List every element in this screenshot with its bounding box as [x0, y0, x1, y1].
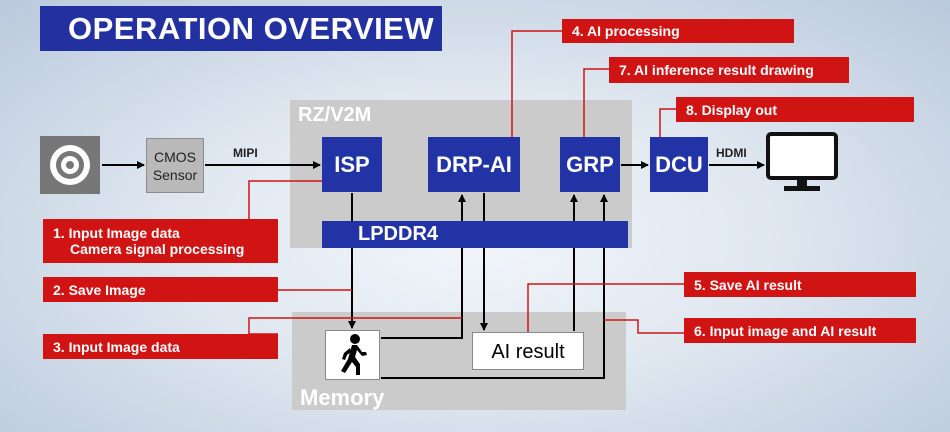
leader-step1: [248, 180, 322, 219]
step-2-label: 2. Save Image: [43, 277, 278, 302]
memory-label: Memory: [300, 385, 385, 410]
dcu-block: DCU: [650, 137, 708, 192]
leader-step6: [604, 319, 684, 334]
arrow-image-to-grp: [381, 194, 608, 379]
leader-step7: [583, 68, 609, 137]
step-6-label: 6. Input image and AI result: [684, 318, 916, 343]
hdmi-label: HDMI: [716, 146, 747, 160]
chip-label: RZ/V2M: [298, 104, 372, 126]
leader-step8: [659, 108, 676, 137]
step-1-line2: Camera signal processing: [70, 241, 245, 257]
cmos-label-line2: Sensor: [152, 166, 198, 183]
drp-ai-block: DRP-AI: [428, 137, 520, 192]
cmos-sensor-block: CMOS Sensor: [146, 138, 204, 193]
monitor-icon: [766, 132, 838, 194]
leader-step4: [511, 30, 562, 137]
step-1-label: 1. Input Image data Camera signal proces…: [43, 219, 278, 263]
lpddr4-bus: LPDDR4: [322, 221, 628, 248]
walking-person-icon: [325, 330, 380, 380]
step-8-label: 8. Display out: [676, 97, 914, 122]
leader-step5: [527, 283, 684, 332]
cmos-label-line1: CMOS: [154, 148, 196, 165]
step-4-label: 4. AI processing: [562, 19, 794, 43]
step-5-label: 5. Save AI result: [684, 272, 916, 297]
mipi-label: MIPI: [233, 146, 258, 160]
page-title: OPERATION OVERVIEW: [40, 6, 442, 51]
isp-block: ISP: [322, 137, 382, 192]
step-3-label: 3. Input Image data: [43, 334, 278, 359]
ai-result-block: AI result: [472, 332, 584, 370]
grp-block: GRP: [560, 137, 620, 192]
step-1-line1: 1. Input Image data: [53, 225, 180, 241]
camera-lens-icon: [40, 136, 100, 194]
arrow-image-to-drpai: [381, 194, 466, 339]
step-7-label: 7. AI inference result drawing: [609, 57, 849, 83]
